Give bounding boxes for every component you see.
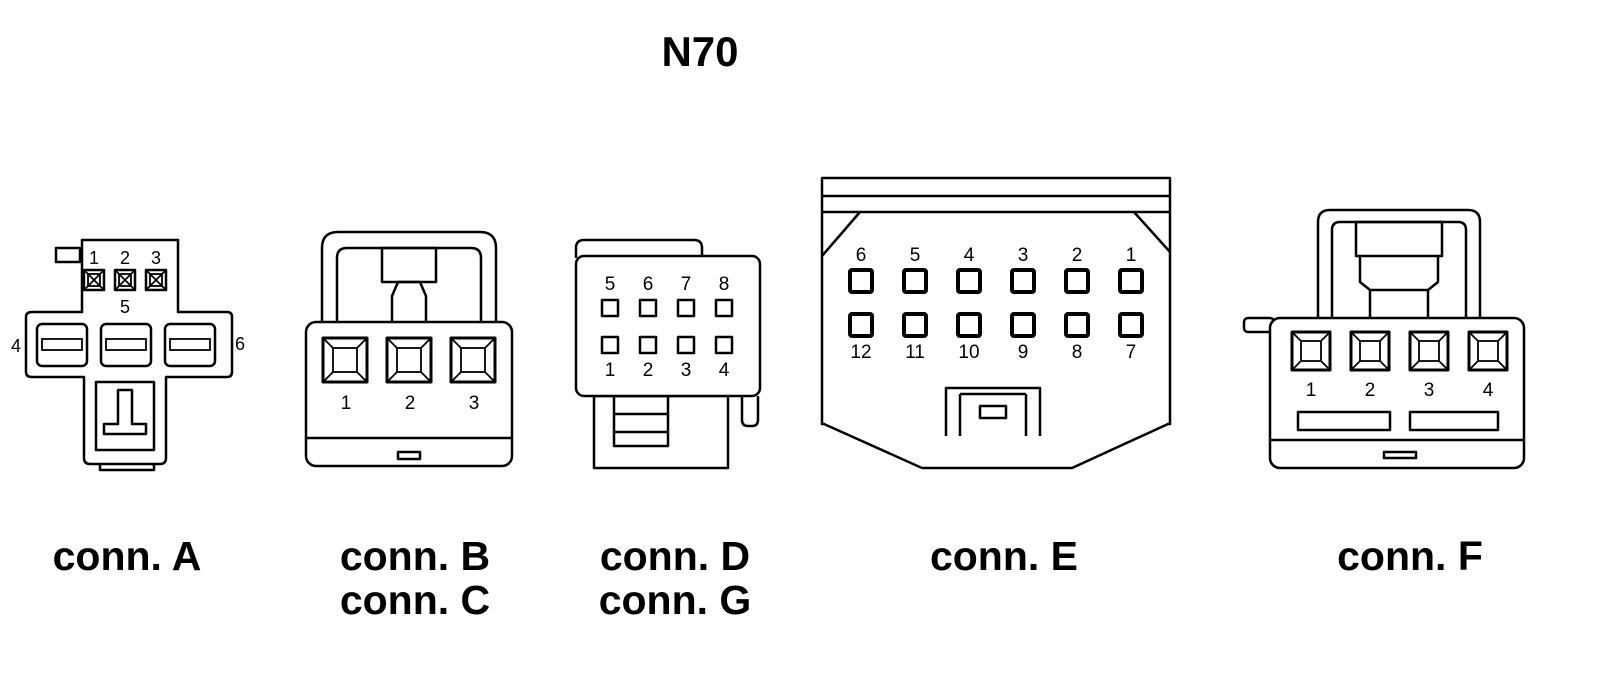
connector-a-foot xyxy=(98,464,156,472)
diagram-title: N70 xyxy=(661,28,738,75)
connector-a-pin-label: 3 xyxy=(151,248,161,268)
connector-a-key xyxy=(102,388,148,436)
connector-f-latch-lever xyxy=(1358,256,1440,318)
connector-dg-pin-label: 6 xyxy=(643,274,654,295)
connector-f-pins xyxy=(1290,330,1509,372)
connector-e-pin-label: 8 xyxy=(1072,342,1083,363)
connector-dg-pin-label: 3 xyxy=(681,360,692,381)
connector-e-pin-label: 5 xyxy=(910,245,921,266)
connector-bc-slot xyxy=(396,450,422,461)
connector-e-pins xyxy=(848,268,1144,338)
connector-bc-pin-label: 1 xyxy=(341,393,352,414)
connector-e: 6 5 4 3 2 1 12 11 10 9 8 7 xyxy=(820,176,1172,470)
connector-dg-pin-label: 2 xyxy=(643,360,654,381)
connector-e-pin-label: 7 xyxy=(1126,342,1137,363)
connector-a-caption: conn. A xyxy=(53,533,202,579)
connector-e-pin-label: 10 xyxy=(958,342,979,363)
connector-e-pin-label: 11 xyxy=(905,342,925,363)
connector-a-top-pins xyxy=(82,268,168,292)
connector-bc: 1 2 3 xyxy=(304,230,514,468)
connector-dg-latch-arm xyxy=(740,396,760,428)
connector-f-caption: conn. F xyxy=(1337,533,1483,579)
connector-e-chamfer-right xyxy=(1133,211,1171,253)
connector-bc-pin-label: 3 xyxy=(469,393,480,414)
connector-dg-pin-label: 8 xyxy=(719,274,730,295)
connector-f-pin-label: 2 xyxy=(1365,380,1376,401)
connector-a-pin-label: 1 xyxy=(89,248,99,268)
connector-e-pin-label: 12 xyxy=(850,342,871,363)
connector-e-caption: conn. E xyxy=(930,533,1078,579)
connector-f-lower-bar-left xyxy=(1296,410,1392,432)
connector-dg-pin-label: 4 xyxy=(719,360,730,381)
connector-dg-pin-label: 1 xyxy=(605,360,616,381)
connector-c-caption: conn. C xyxy=(340,577,490,623)
connector-dg: 5 6 7 8 1 2 3 4 xyxy=(574,238,762,470)
connector-a-pin-label: 2 xyxy=(120,248,130,268)
connector-f-latch xyxy=(1316,208,1482,318)
connector-a-pin-label: 6 xyxy=(235,334,245,354)
connector-e-pin-label: 3 xyxy=(1018,245,1029,266)
connector-f-lower-bar-right xyxy=(1408,410,1500,432)
connector-g-caption: conn. G xyxy=(599,577,752,623)
connector-dg-back-shell xyxy=(574,238,704,258)
connector-dg-body xyxy=(574,254,762,398)
connector-f: 1 2 3 4 xyxy=(1242,208,1526,470)
connector-f-slot xyxy=(1382,450,1418,460)
connector-dg-pins xyxy=(600,298,734,355)
connector-e-pin-label: 9 xyxy=(1018,342,1029,363)
connector-f-pin-label: 1 xyxy=(1306,380,1317,401)
connector-e-pin-label: 1 xyxy=(1126,245,1137,266)
connector-f-pin-label: 4 xyxy=(1483,380,1494,401)
connector-e-pin-label: 6 xyxy=(856,245,867,266)
connector-a-flat-terminals xyxy=(35,322,217,368)
connector-b-caption: conn. B xyxy=(340,533,490,579)
connector-a-tab xyxy=(54,246,82,264)
connector-a-key-window xyxy=(94,380,156,452)
connector-e-pin-label: 4 xyxy=(964,245,975,266)
connector-f-latch-block xyxy=(1354,220,1444,258)
connector-bc-latch xyxy=(320,230,498,324)
connector-e-pin-label: 2 xyxy=(1072,245,1083,266)
connector-d-caption: conn. D xyxy=(600,533,750,579)
connector-e-latch-slot xyxy=(978,404,1008,420)
connector-e-chamfer-left xyxy=(821,211,861,257)
connector-a: 1 2 3 5 4 6 xyxy=(11,238,245,472)
connector-dg-pin-label: 5 xyxy=(605,274,616,295)
connector-bc-latch-lever xyxy=(390,280,428,324)
connector-bc-pin-label: 2 xyxy=(405,393,416,414)
connector-a-pin-label: 5 xyxy=(120,297,130,317)
connector-f-pin-label: 3 xyxy=(1424,380,1435,401)
connector-e-body xyxy=(820,176,1172,470)
connector-bc-pins xyxy=(321,336,497,384)
connector-a-pin-label: 4 xyxy=(11,336,21,356)
connector-e-lower-latch xyxy=(944,386,1042,436)
connector-dg-pin-label: 7 xyxy=(681,274,692,295)
